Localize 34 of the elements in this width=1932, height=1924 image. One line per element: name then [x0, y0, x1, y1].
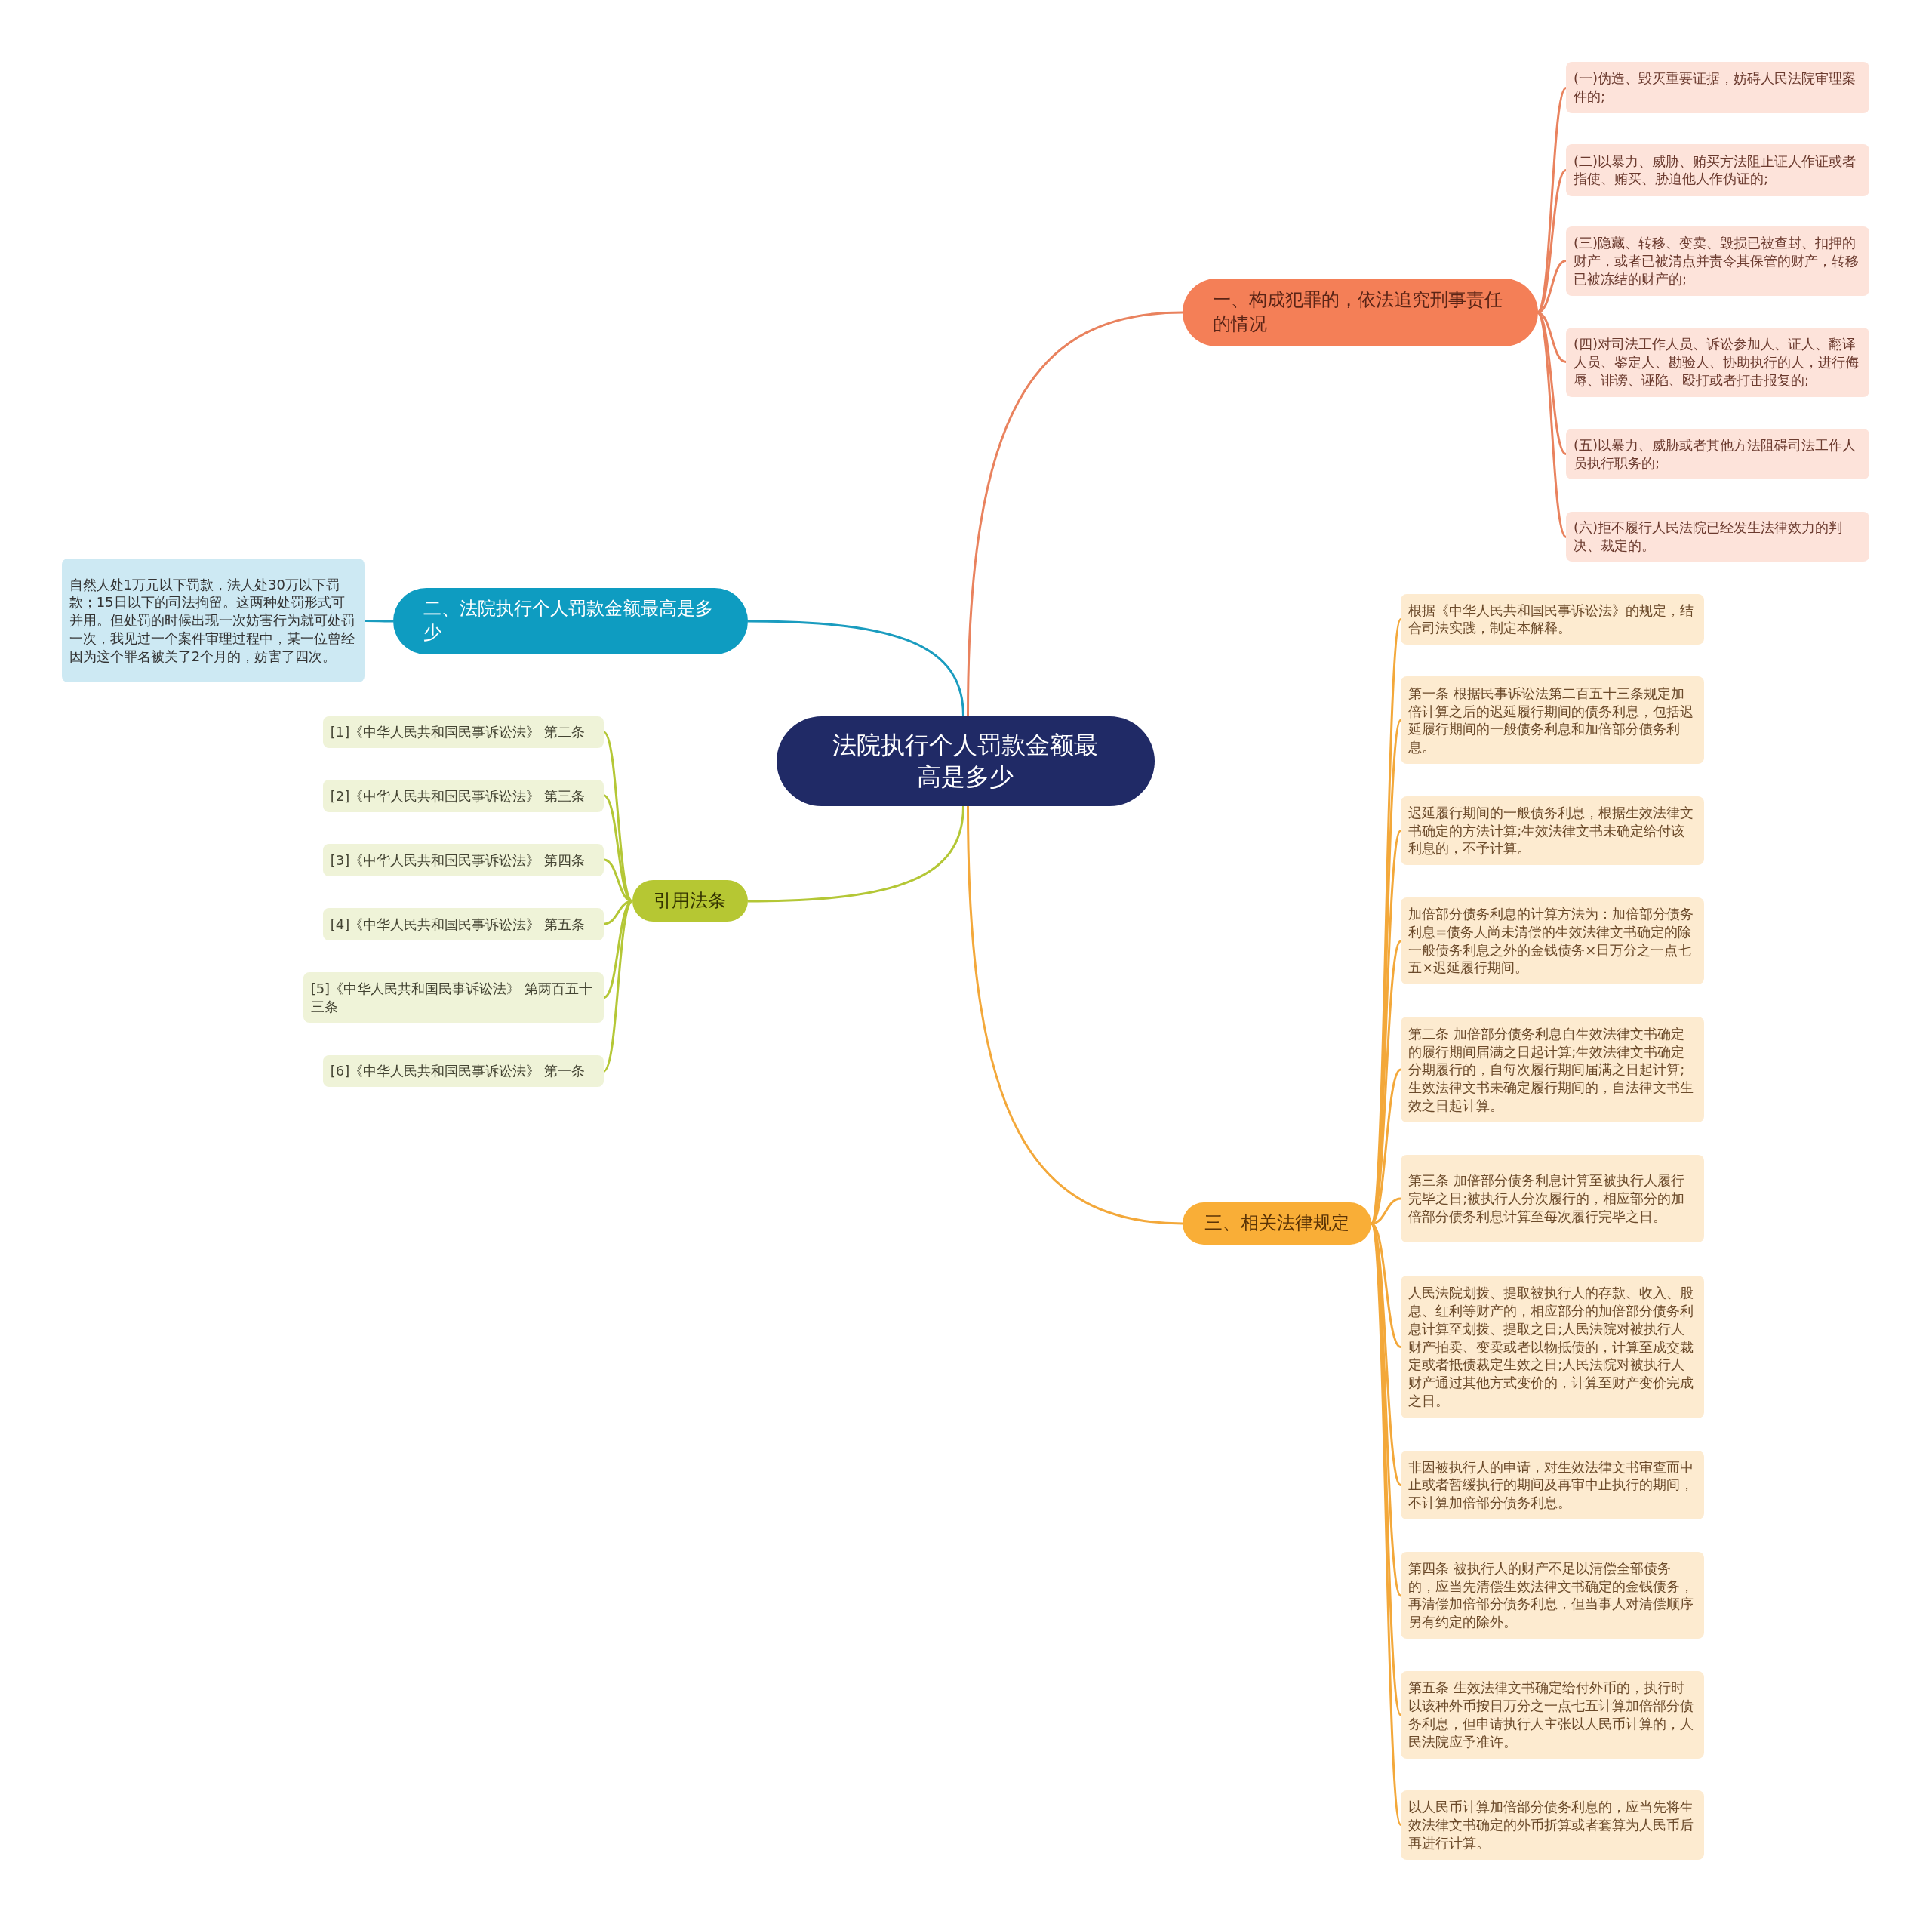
subtopic-box: 根据《中华人民共和国民事诉讼法》的规定，结合司法实践，制定本解释。 — [1401, 593, 1704, 645]
connector-line — [967, 311, 1183, 717]
subtopic-box: 迟延履行期间的一般债务利息，根据生效法律文书确定的方法计算;生效法律文书未确定给付该利息的，不予计算。 — [1401, 796, 1704, 866]
connector-line — [747, 620, 964, 717]
subtopic-box: [4]《中华人民共和国民事诉讼法》 第五条 — [322, 908, 604, 940]
subtopic-box: [6]《中华人民共和国民事诉讼法》 第一条 — [322, 1054, 604, 1087]
subtopic-box: [1]《中华人民共和国民事诉讼法》 第二条 — [322, 716, 604, 748]
subtopic-box: 人民法院划拨、提取被执行人的存款、收入、股息、红利等财产的，相应部分的加倍部分债务利息计算至划拨、提取之日;人民法院对被执行人财产拍卖、变卖或者以物抵债的，计算至成交裁定或者抵债裁定生效之日;人民法院对被执行人财产通过其他方式变价的，计算至财产变价完成之日。 — [1401, 1275, 1704, 1419]
branch-topic: 一、构成犯罪的，依法追究刑事责任的情况 — [1183, 278, 1538, 346]
branch-topic: 二、法院执行个人罚款金额最高是多少 — [392, 587, 748, 654]
note-box: 自然人处1万元以下罚款，法人处30万以下罚款；15日以下的司法拘留。这两种处罚形式可并用。但处罚的时候出现一次妨害行为就可处罚一次，我见过一个案件审理过程中，某一位曾经因为这个罪名被关了2个月的，妨害了四次。 — [61, 558, 365, 683]
subtopic-box: [5]《中华人民共和国民事诉讼法》 第两百五十三条 — [303, 972, 604, 1024]
subtopic-box: 第一条 根据民事诉讼法第二百五十三条规定加倍计算之后的迟延履行期间的债务利息，包括迟延履行期间的一般债务利息和加倍部分债务利息。 — [1401, 676, 1704, 765]
branch-topic: 三、相关法律规定 — [1183, 1202, 1372, 1245]
connector-line — [365, 620, 393, 623]
subtopic-box: 第三条 加倍部分债务利息计算至被执行人履行完毕之日;被执行人分次履行的，相应部分的加倍部分债务利息计算至每次履行完毕之日。 — [1401, 1154, 1704, 1242]
subtopic-box: (一)伪造、毁灭重要证据，妨碍人民法院审理案件的; — [1566, 61, 1869, 114]
subtopic-box: 以人民币计算加倍部分债务利息的，应当先将生效法律文书确定的外币折算或者套算为人民币后再进行计算。 — [1401, 1790, 1704, 1860]
subtopic-box: 非因被执行人的申请，对生效法律文书审查而中止或者暂缓执行的期间及再审中止执行的期间，不计算加倍部分债务利息。 — [1401, 1450, 1704, 1520]
subtopic-box: (六)拒不履行人民法院已经发生法律效力的判决、裁定的。 — [1566, 511, 1869, 562]
connector-line — [967, 805, 1183, 1225]
subtopic-box: (二)以暴力、威胁、贿买方法阻止证人作证或者指使、贿买、胁迫他人作伪证的; — [1566, 144, 1869, 196]
subtopic-box: [3]《中华人民共和国民事诉讼法》 第四条 — [322, 844, 604, 876]
subtopic-box: (三)隐藏、转移、变卖、毁损已被查封、扣押的财产，或者已被清点并责令其保管的财产，转移已被冻结的财产的; — [1566, 226, 1869, 296]
central-topic: 法院执行个人罚款金额最高是多少 — [776, 716, 1155, 806]
subtopic-box: 加倍部分债务利息的计算方法为：加倍部分债务利息=债务人尚未清偿的生效法律文书确定的除一般债务利息之外的金钱债务×日万分之一点七五×迟延履行期间。 — [1401, 897, 1704, 985]
branch-topic: 引用法条 — [632, 879, 748, 922]
subtopic-box: [2]《中华人民共和国民事诉讼法》 第三条 — [322, 780, 604, 812]
subtopic-box: 第四条 被执行人的财产不足以清偿全部债务的，应当先清偿生效法律文书确定的金钱债务，再清偿加倍部分债务利息，但当事人对清偿顺序另有约定的除外。 — [1401, 1551, 1704, 1639]
subtopic-box: 第五条 生效法律文书确定给付外币的，执行时以该种外币按日万分之一点七五计算加倍部分债务利息，但申请执行人主张以人民币计算的，人民法院应予准许。 — [1401, 1670, 1704, 1759]
connector-line — [747, 805, 964, 903]
subtopic-box: (四)对司法工作人员、诉讼参加人、证人、翻译人员、鉴定人、勘验人、协助执行的人，进行侮辱、诽谤、诬陷、殴打或者打击报复的; — [1566, 328, 1869, 397]
subtopic-box: 第二条 加倍部分债务利息自生效法律文书确定的履行期间届满之日起计算;生效法律文书确定分期履行的，自每次履行期间届满之日起计算;生效法律文书未确定履行期间的，自法律文书生效之日起计算。 — [1401, 1016, 1704, 1123]
subtopic-box: (五)以暴力、威胁或者其他方法阻碍司法工作人员执行职务的; — [1566, 429, 1869, 480]
